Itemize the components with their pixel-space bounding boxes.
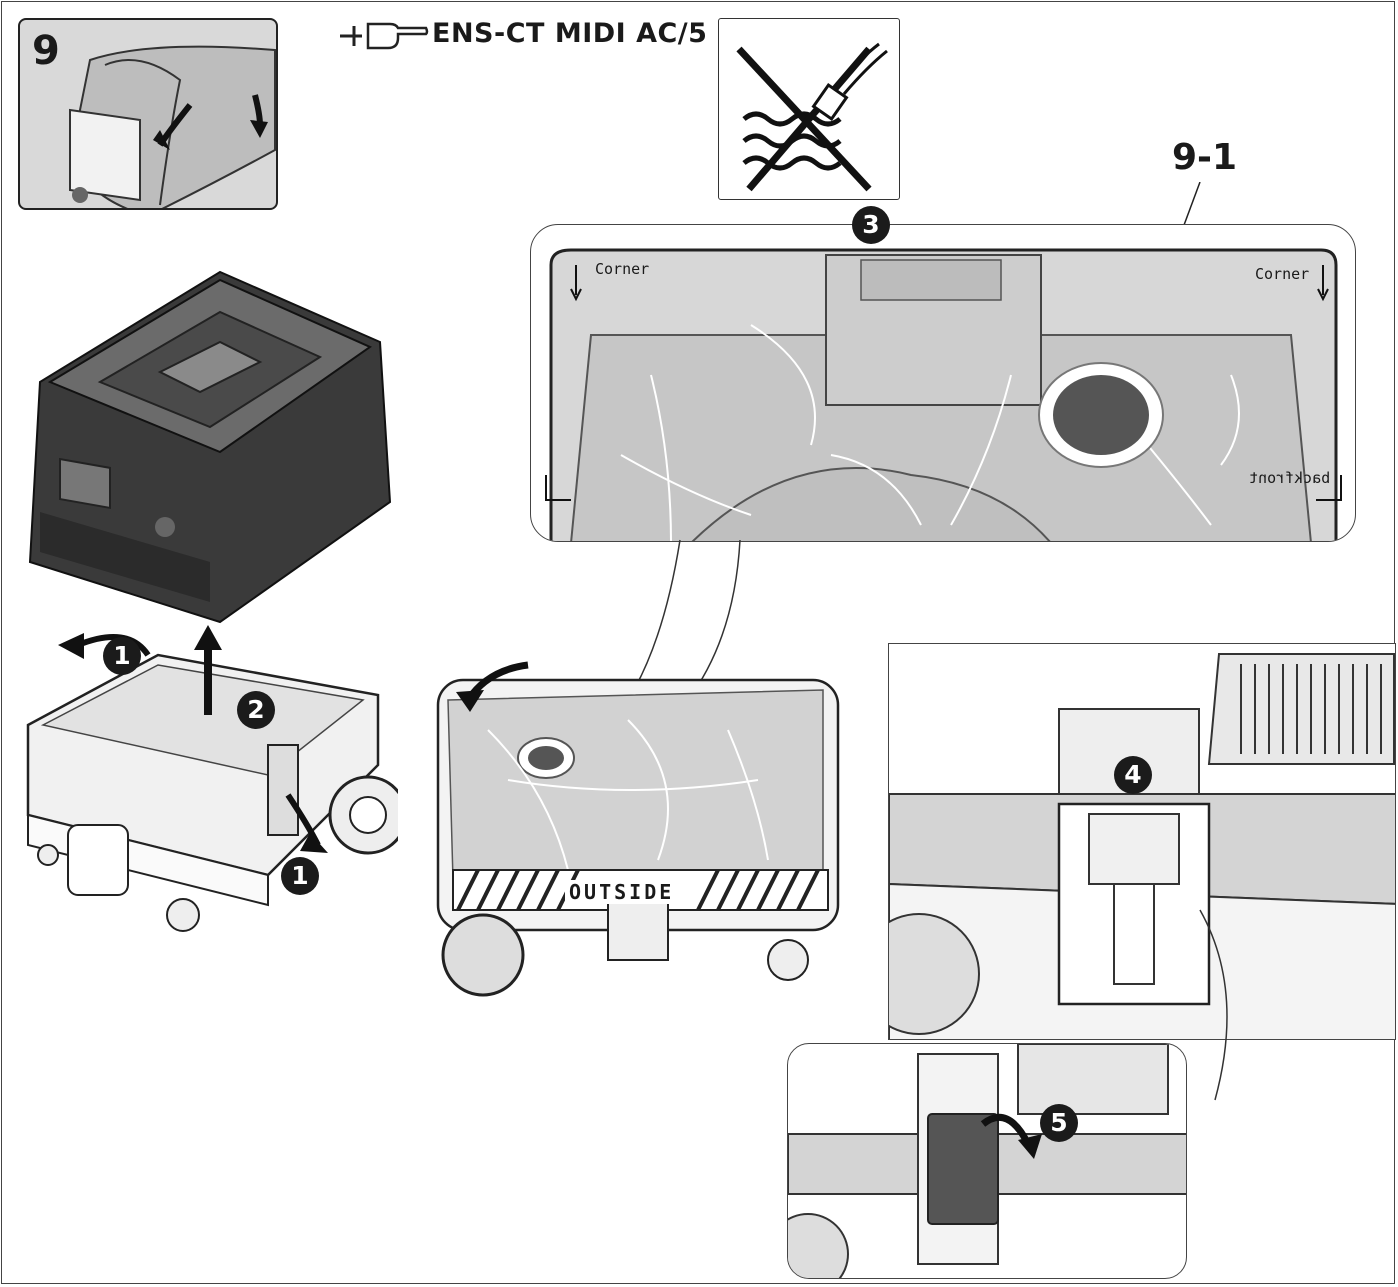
latch-detail-panel: [888, 643, 1396, 1040]
container-illustration: [26, 625, 398, 932]
container-with-bag-illustration: [436, 661, 840, 997]
step-badge-2: 2: [237, 691, 275, 729]
outside-label: OUTSIDE: [565, 880, 679, 904]
vacuum-top-unit-illustration: [28, 270, 392, 624]
hand-pointer-icon: [340, 22, 429, 50]
release-detail-panel: [787, 1043, 1187, 1279]
latch-leader-line: [1199, 909, 1228, 1101]
bag-folding-illustration: [69, 45, 276, 208]
step-thumbnail: 9: [18, 18, 278, 210]
step-badge-1-top: 1: [103, 637, 141, 675]
step-badge-3: 3: [852, 206, 890, 244]
step-badge-5: 5: [1040, 1104, 1078, 1142]
corner-label-left: Corner: [595, 260, 650, 278]
step-badge-1-bottom: 1: [281, 857, 319, 895]
product-title: ENS-CT MIDI AC/5: [432, 18, 708, 49]
backfront-label-mirrored: backfront: [1249, 469, 1331, 487]
callout-label: 9-1: [1172, 137, 1238, 178]
step-badge-4: 4: [1114, 756, 1152, 794]
no-water-submersion-icon: [718, 18, 900, 200]
bag-detail-panel: Corner Corner backfront: [530, 224, 1356, 542]
step-number: 9: [32, 28, 60, 74]
corner-label-right: Corner: [1255, 265, 1310, 283]
